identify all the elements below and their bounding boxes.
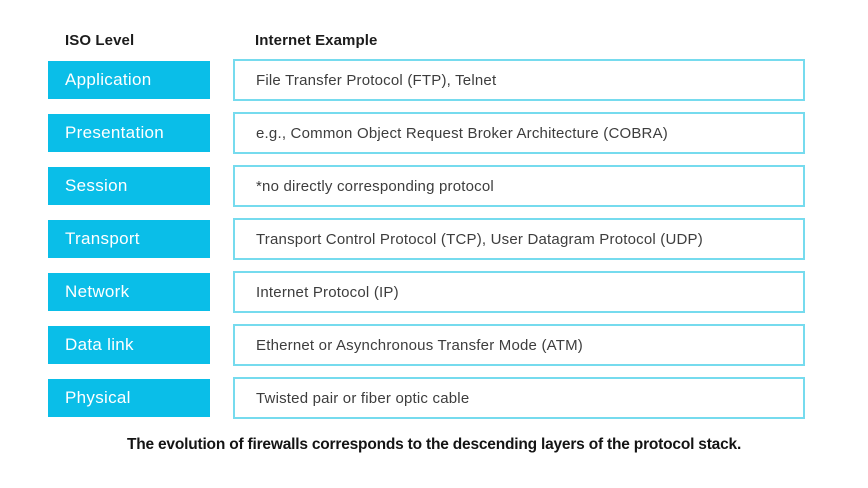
table-row-application: Application File Transfer Protocol (FTP)… (48, 59, 805, 101)
example-box-session: *no directly corresponding protocol (233, 165, 805, 207)
level-box-transport: Transport (48, 220, 210, 258)
level-box-data-link: Data link (48, 326, 210, 364)
table-row-data-link: Data link Ethernet or Asynchronous Trans… (48, 324, 805, 366)
table-row-physical: Physical Twisted pair or fiber optic cab… (48, 377, 805, 419)
table-row-transport: Transport Transport Control Protocol (TC… (48, 218, 805, 260)
table-row-network: Network Internet Protocol (IP) (48, 271, 805, 313)
level-box-physical: Physical (48, 379, 210, 417)
example-box-physical: Twisted pair or fiber optic cable (233, 377, 805, 419)
example-box-presentation: e.g., Common Object Request Broker Archi… (233, 112, 805, 154)
level-box-presentation: Presentation (48, 114, 210, 152)
level-box-application: Application (48, 61, 210, 99)
example-box-network: Internet Protocol (IP) (233, 271, 805, 313)
table-row-session: Session *no directly corresponding proto… (48, 165, 805, 207)
table-header-row: ISO Level Internet Example (48, 32, 805, 50)
level-box-session: Session (48, 167, 210, 205)
example-box-data-link: Ethernet or Asynchronous Transfer Mode (… (233, 324, 805, 366)
iso-level-column-header: ISO Level (65, 32, 135, 49)
example-box-application: File Transfer Protocol (FTP), Telnet (233, 59, 805, 101)
table-row-presentation: Presentation e.g., Common Object Request… (48, 112, 805, 154)
protocol-table: ISO Level Internet Example Application F… (48, 32, 805, 430)
example-box-transport: Transport Control Protocol (TCP), User D… (233, 218, 805, 260)
level-box-network: Network (48, 273, 210, 311)
internet-example-column-header: Internet Example (255, 32, 378, 49)
figure-caption: The evolution of firewalls corresponds t… (126, 436, 742, 453)
